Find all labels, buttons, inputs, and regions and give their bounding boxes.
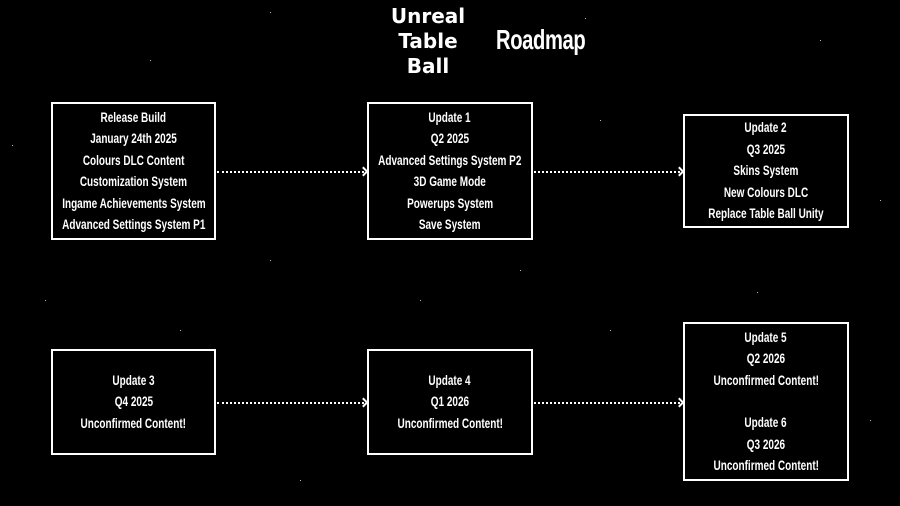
milestone-line: Q4 2025 bbox=[114, 394, 153, 410]
app-title: Unreal Table Ball bbox=[380, 4, 476, 79]
milestone-line: Update 4 bbox=[428, 372, 472, 388]
milestone-line: Update 5 bbox=[744, 329, 788, 345]
milestone-line: Customization System bbox=[79, 174, 188, 189]
milestone-line: Update 1 bbox=[428, 109, 472, 125]
milestone-line: Unconfirmed Content! bbox=[713, 458, 819, 473]
milestone-line: Unconfirmed Content! bbox=[713, 372, 819, 388]
milestone-line: Update 2 bbox=[744, 120, 788, 136]
milestone-release-build: Release Build January 24th 2025 Colours … bbox=[51, 102, 216, 240]
arrow-connector bbox=[217, 171, 364, 173]
arrow-connector bbox=[534, 171, 680, 173]
milestone-line: Skins System bbox=[733, 163, 799, 179]
milestone-line: 3D Game Mode bbox=[413, 174, 487, 189]
milestone-line: Unconfirmed Content! bbox=[397, 415, 503, 431]
milestone-update-2: Update 2 Q3 2025 Skins System New Colour… bbox=[683, 114, 849, 228]
milestone-line: Release Build bbox=[100, 109, 167, 125]
milestone-line: Colours DLC Content bbox=[82, 152, 185, 168]
milestone-line: Save System bbox=[419, 217, 481, 232]
milestone-line: Powerups System bbox=[406, 195, 494, 211]
milestone-update-3: Update 3 Q4 2025 Unconfirmed Content! bbox=[51, 349, 216, 455]
arrow-connector bbox=[534, 402, 680, 404]
milestone-line: Advanced Settings System P2 bbox=[378, 152, 522, 168]
milestone-line: Update 3 bbox=[112, 372, 155, 388]
milestone-line: Q2 2025 bbox=[430, 131, 470, 146]
milestone-line: Replace Table Ball Unity bbox=[708, 206, 824, 222]
arrow-connector bbox=[217, 402, 364, 404]
milestone-line: New Colours DLC bbox=[723, 184, 809, 200]
title-line: Unreal bbox=[390, 4, 466, 28]
title-line: Ball bbox=[406, 54, 450, 78]
milestone-line: Unconfirmed Content! bbox=[80, 415, 187, 431]
milestone-update-1: Update 1 Q2 2025 Advanced Settings Syste… bbox=[367, 102, 533, 240]
roadmap-heading: Roadmap bbox=[496, 24, 586, 55]
milestone-line: Q3 2026 bbox=[746, 436, 786, 452]
milestone-line: Q1 2026 bbox=[430, 394, 470, 410]
title-line: Table bbox=[398, 29, 458, 53]
milestone-line: January 24th 2025 bbox=[90, 131, 177, 146]
milestone-update-4: Update 4 Q1 2026 Unconfirmed Content! bbox=[367, 349, 533, 455]
milestone-line: Q3 2025 bbox=[746, 141, 786, 157]
milestone-line: Advanced Settings System P1 bbox=[61, 217, 206, 232]
milestone-line: Ingame Achievements System bbox=[61, 195, 206, 211]
milestone-line: Update 6 bbox=[744, 415, 788, 430]
milestone-update-5-6: Update 5 Q2 2026 Unconfirmed Content! Up… bbox=[683, 322, 849, 481]
milestone-line: Q2 2026 bbox=[746, 351, 786, 366]
